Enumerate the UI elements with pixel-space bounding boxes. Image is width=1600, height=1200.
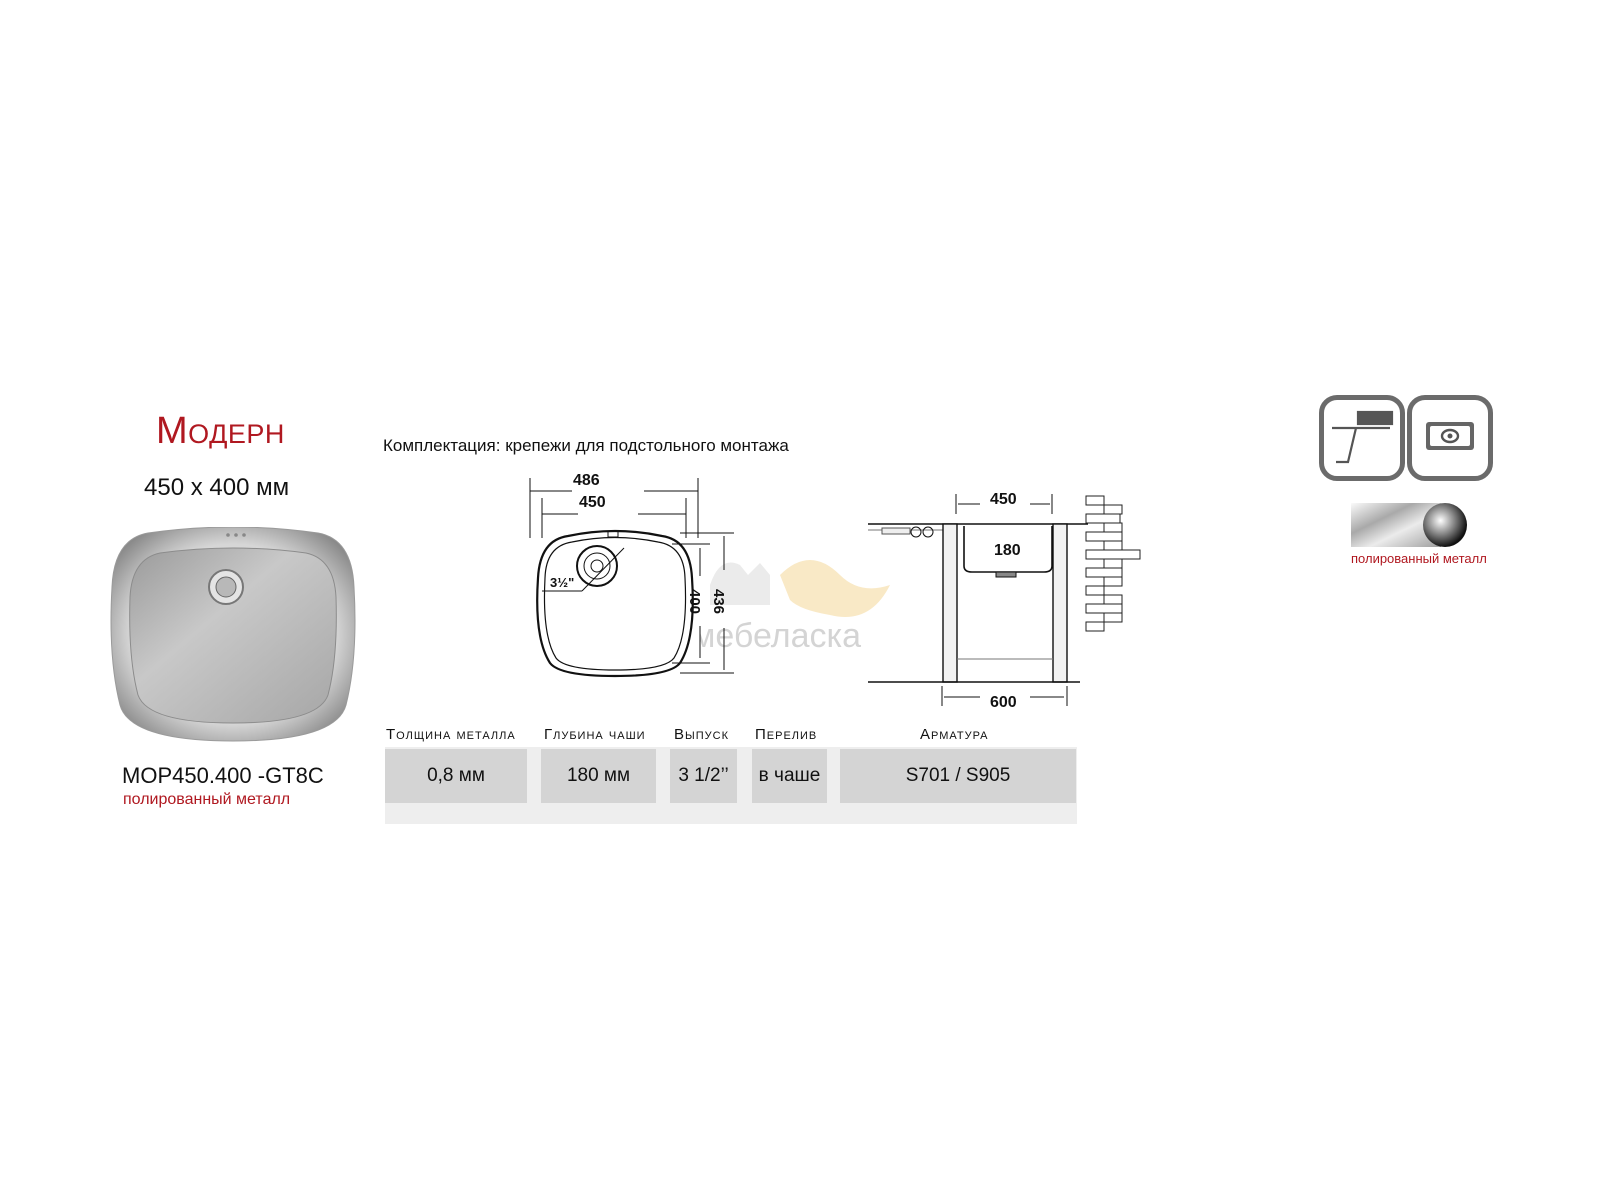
spec-value-fittings: S701 / S905 — [840, 749, 1076, 803]
bowl-icon — [1407, 395, 1493, 481]
spec-header-overflow: Перелив — [755, 726, 818, 743]
top-view-drawing: 486 450 3½" 400 436 — [520, 472, 760, 693]
spec-value-overflow: в чаше — [752, 749, 827, 803]
watermark-logo: мебеласка — [692, 545, 900, 660]
swatch-label: полированный металл — [1351, 551, 1487, 566]
spec-header-thickness: Толщина металла — [386, 726, 516, 743]
dim-inner-height: 400 — [686, 588, 704, 615]
dim-bowl-width: 450 — [990, 491, 1017, 508]
kit-description: Комплектация: крепежи для подстольного м… — [383, 436, 789, 455]
spec-header-fittings: Арматура — [920, 726, 989, 743]
undermount-icon — [1319, 395, 1405, 481]
spec-value-depth: 180 мм — [541, 749, 656, 803]
spec-value-drain: 3 1/2’’ — [670, 749, 737, 803]
dim-outer-width: 486 — [573, 472, 600, 489]
sink-photo — [108, 526, 358, 750]
side-view-drawing: 450 180 600 — [868, 491, 1168, 717]
product-size: 450 x 400 мм — [144, 474, 290, 501]
product-title: Модерн — [156, 410, 285, 452]
drain-size-label: 3½" — [550, 575, 575, 590]
spec-header-depth: Глубина чаши — [544, 726, 646, 743]
dim-inner-width: 450 — [579, 494, 606, 511]
dim-outer-height: 436 — [710, 588, 728, 615]
model-code: MOP450.400 -GT8C — [122, 763, 324, 788]
spec-value-thickness: 0,8 мм — [385, 749, 527, 803]
finish-label: полированный металл — [123, 791, 291, 808]
dim-depth: 180 — [994, 542, 1021, 559]
dim-cabinet: 600 — [990, 694, 1017, 711]
spec-header-drain: Выпуск — [674, 726, 729, 743]
watermark-text: мебеласка — [700, 617, 861, 655]
finish-swatch — [1351, 503, 1467, 558]
